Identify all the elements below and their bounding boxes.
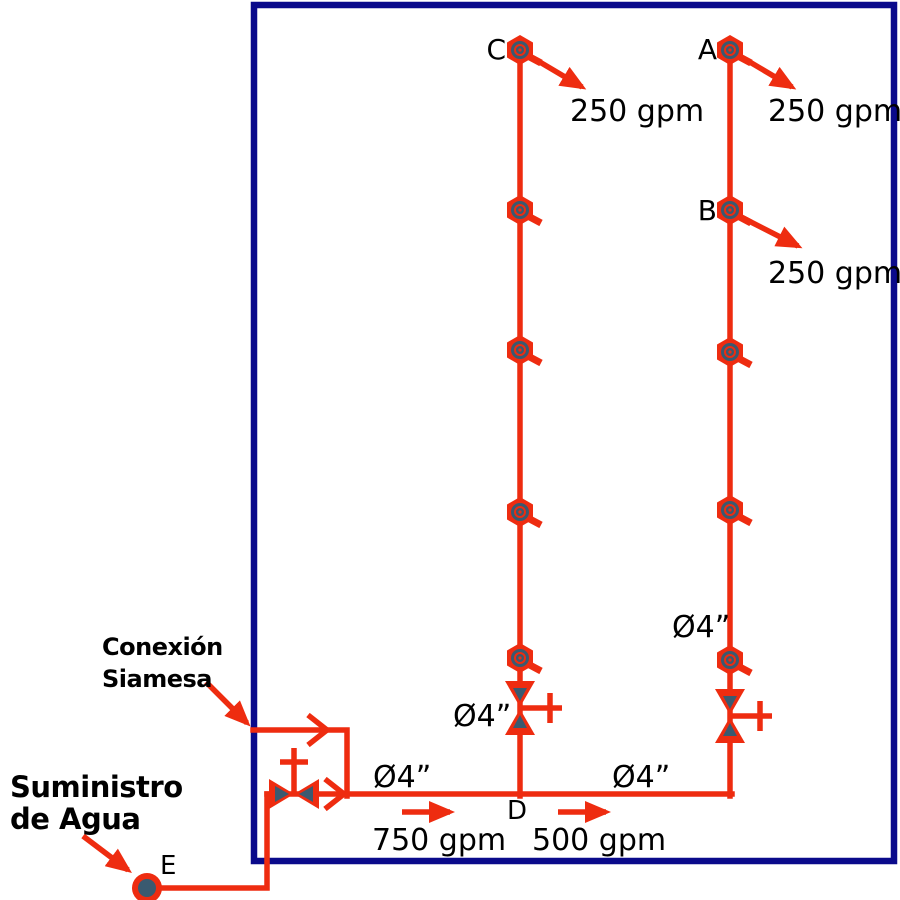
- siamese-connection-label-line1: Conexión: [102, 633, 223, 661]
- supply-pipe: [160, 791, 270, 891]
- flow-arrow-a: [741, 55, 797, 90]
- supply-leader-arrow: [81, 833, 132, 874]
- siamese-inlet-pipe: [250, 727, 350, 799]
- flow-arrow-b: [741, 215, 803, 249]
- check-valve-icon: [323, 776, 349, 812]
- hose-valve-icon: [507, 195, 541, 225]
- siamese-leader-arrow: [204, 680, 251, 727]
- node-label-a: A: [698, 33, 717, 66]
- hose-valve-icon: [507, 335, 541, 365]
- gate-valve-icon: [269, 748, 319, 809]
- node-label-e: E: [160, 851, 176, 881]
- right-riser-control-valve-icon: [715, 689, 772, 743]
- water-supply-label-line2: de Agua: [10, 802, 140, 836]
- left-riser-control-valve-icon: [505, 681, 562, 735]
- flow-arrow-c: [531, 55, 587, 90]
- siamese-connection-label-line2: Siamesa: [102, 665, 212, 693]
- hose-valve-icon: [507, 643, 541, 673]
- flow-label-500: 500 gpm: [532, 823, 666, 858]
- node-label-c: C: [486, 33, 506, 66]
- hose-valve-icon: [717, 495, 751, 525]
- flow-label-b: 250 gpm: [768, 256, 900, 291]
- pipe-size-label-right-riser: Ø4”: [672, 610, 730, 645]
- water-supply-node-core: [138, 879, 156, 897]
- hose-valve-icon: [717, 337, 751, 367]
- node-label-b: B: [698, 194, 717, 227]
- hose-valve-icon: [717, 645, 751, 675]
- node-label-d: D: [507, 796, 527, 826]
- flow-label-c: 250 gpm: [570, 94, 704, 129]
- flow-label-a: 250 gpm: [768, 94, 900, 129]
- hose-valve-icon: [507, 497, 541, 527]
- flow-label-750: 750 gpm: [372, 823, 506, 858]
- water-supply-label-line1: Suministro: [10, 770, 183, 804]
- pipe-size-label-left-riser: Ø4”: [453, 699, 511, 734]
- check-valve-icon: [306, 712, 332, 748]
- building-outline: [250, 1, 898, 865]
- pipe-size-label-main-left: Ø4”: [373, 760, 431, 795]
- pipe-size-label-main-right: Ø4”: [612, 760, 670, 795]
